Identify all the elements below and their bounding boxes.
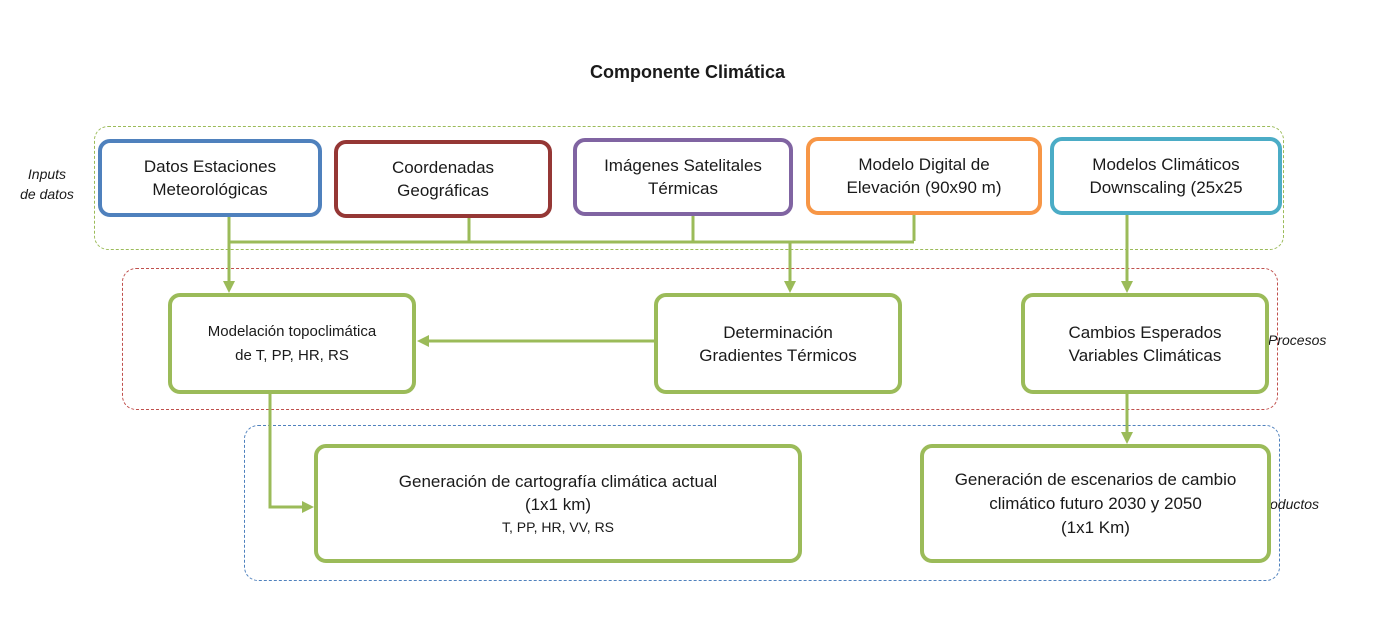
input-coordenadas: Coordenadas Geográficas — [334, 140, 552, 218]
proceso-cambios-esperados: Cambios Esperados Variables Climáticas — [1021, 293, 1269, 394]
producto-cartografia-actual: Generación de cartografía climática actu… — [314, 444, 802, 563]
arrow-topo-to-actual — [268, 394, 314, 513]
productos-group — [244, 425, 1280, 581]
input-modelo-digital: Modelo Digital de Elevación (90x90 m) — [806, 137, 1042, 215]
diagram-title: Componente Climática — [589, 62, 786, 82]
input-imagenes-satelitales: Imágenes Satelitales Térmicas — [573, 138, 793, 216]
input-datos-estaciones: Datos Estaciones Meteorológicas — [98, 139, 322, 217]
productos-group-label: Productos — [1256, 496, 1320, 512]
producto-escenarios-futuros: Generación de escenarios de cambio climá… — [920, 444, 1271, 563]
inputs-group — [94, 126, 1284, 250]
proceso-modelacion-topoclimatica: Modelación topoclimática de T, PP, HR, R… — [168, 293, 416, 394]
input-modelos-climaticos: Modelos Climáticos Downscaling (25x25 — [1050, 137, 1282, 215]
procesos-group — [122, 268, 1278, 410]
procesos-group-label: Procesos — [1268, 332, 1327, 348]
proceso-gradientes-termicos: Determinación Gradientes Térmicos — [654, 293, 902, 394]
inputs-group-label: Inputs de datos — [20, 166, 74, 202]
